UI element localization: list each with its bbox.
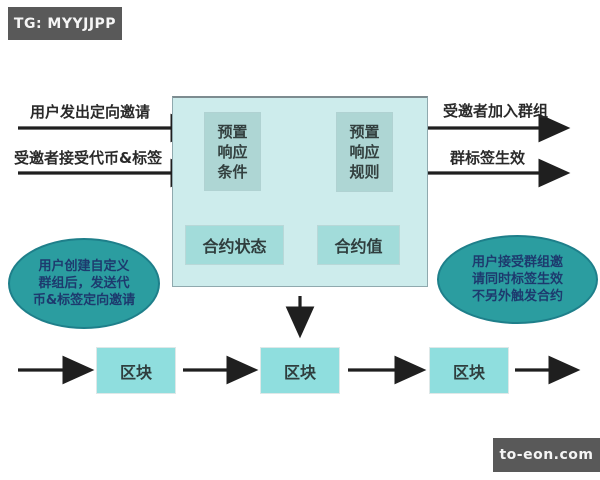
block-node-1: 区块 <box>97 348 175 393</box>
node-line: 规则 <box>349 163 380 181</box>
annotation-line: 请同时标签生效 <box>471 272 563 287</box>
annotation-create-group-ellipse: 用户创建自定义 群组后，发送代 币&标签定向邀请 <box>8 238 160 329</box>
block-node-2: 区块 <box>261 348 339 393</box>
node-line: 响应 <box>349 143 380 161</box>
annotation-accept-invite-ellipse: 用户接受群组邀 请同时标签生效 不另外触发合约 <box>437 235 598 324</box>
label-group-tag-effective: 群标签生效 <box>450 149 526 167</box>
node-line: 预置 <box>349 123 380 141</box>
watermark-website-text: to-eon.com <box>499 447 594 463</box>
watermark-telegram-badge: TG: MYYJJPP <box>8 7 122 40</box>
node-line: 响应 <box>217 142 248 161</box>
watermark-telegram-text: TG: MYYJJPP <box>13 15 117 32</box>
node-line: 条件 <box>217 162 248 181</box>
annotation-line: 币&标签定向邀请 <box>32 293 136 308</box>
node-contract-value: 合约值 <box>318 226 399 264</box>
block-node-3: 区块 <box>430 348 508 393</box>
contract-container: 预置 响应 条件 预置 响应 规则 合约状态 合约值 <box>172 96 428 287</box>
node-preset-response-rule: 预置 响应 规则 <box>337 113 392 191</box>
annotation-line: 群组后，发送代 <box>38 276 130 291</box>
label-user-sends-invite: 用户发出定向邀请 <box>30 103 151 121</box>
node-contract-state: 合约状态 <box>186 226 283 264</box>
node-preset-response-condition: 预置 响应 条件 <box>205 113 260 190</box>
label-invitee-accepts-token: 受邀者接受代币&标签 <box>14 149 163 167</box>
annotation-line: 用户接受群组邀 <box>471 255 563 270</box>
watermark-website-badge: to-eon.com <box>493 438 600 472</box>
annotation-line: 用户创建自定义 <box>38 259 130 274</box>
label-invitee-joins-group: 受邀者加入群组 <box>443 102 549 120</box>
node-line: 预置 <box>217 122 248 141</box>
annotation-line: 不另外触发合约 <box>471 289 563 304</box>
